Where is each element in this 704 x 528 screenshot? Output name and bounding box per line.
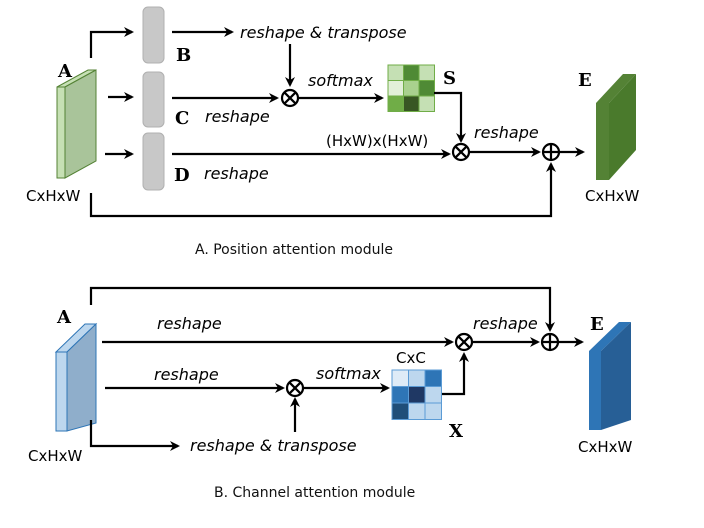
cam-attention-map-dims: CxC — [396, 349, 426, 367]
cam-attention-map-cell-1-1 — [408, 386, 426, 404]
pam-conv-block-d — [142, 132, 165, 191]
pam-output-front-face — [596, 103, 609, 180]
pam-arrow-s-to-mult2 — [434, 91, 466, 143]
pam-conv-block-c — [142, 71, 165, 128]
pam-attention-map-s — [387, 64, 435, 112]
position-attention-module: A CxHxW B C D reshape & transpose reshap… — [26, 6, 640, 258]
pam-residual-connection — [89, 162, 556, 218]
cam-input-dims: CxHxW — [28, 447, 83, 465]
cam-output-front-face — [589, 351, 601, 430]
pam-output-label: E — [578, 70, 592, 91]
pam-output-top-face — [596, 74, 636, 103]
pam-branch-c-label: C — [175, 108, 189, 129]
cam-attention-map-cell-1-0 — [391, 386, 409, 404]
cam-matmul-1-icon — [285, 378, 305, 398]
pam-caption: A. Position attention module — [195, 242, 393, 258]
pam-softmax-label: softmax — [308, 71, 373, 90]
cam-output-side-face — [601, 322, 631, 430]
cam-attention-map-cell-0-2 — [424, 369, 442, 387]
pam-attention-map-label: S — [443, 68, 456, 89]
pam-output-dims: CxHxW — [585, 187, 640, 205]
pam-attention-map-cell-1-0 — [387, 80, 404, 97]
cam-elementwise-sum-icon — [540, 332, 560, 352]
pam-op-reshape-transpose: reshape & transpose — [240, 23, 407, 42]
pam-input-feature-a — [56, 69, 97, 179]
cam-attention-map-cell-2-0 — [391, 402, 409, 420]
pam-attention-map-dims: (HxW)x(HxW) — [326, 132, 428, 150]
cam-attention-map-x — [391, 369, 442, 420]
pam-attention-map-cell-1-2 — [418, 80, 435, 97]
pam-op-reshape-c: reshape — [205, 107, 270, 126]
cam-output-feature-e — [589, 322, 631, 430]
cam-attention-map-cell-0-0 — [391, 369, 409, 387]
cam-op-reshape-2: reshape — [154, 365, 219, 384]
pam-branch-b-label: B — [176, 45, 191, 66]
cam-attention-map-label: X — [449, 421, 463, 442]
pam-attention-map-cell-0-1 — [403, 64, 420, 81]
pam-output-side-face — [609, 74, 636, 180]
pam-attention-map-cell-2-0 — [387, 95, 404, 112]
pam-post-reshape-label: reshape — [474, 123, 539, 142]
pam-branch-d-label: D — [174, 165, 190, 186]
pam-elementwise-sum-icon — [541, 142, 561, 162]
cam-caption: B. Channel attention module — [214, 485, 415, 501]
cam-post-reshape-label: reshape — [473, 314, 538, 333]
cam-output-dims: CxHxW — [578, 438, 633, 456]
pam-input-side-face — [64, 69, 97, 179]
cam-input-label: A — [56, 307, 72, 328]
cam-op-reshape-1: reshape — [157, 314, 222, 333]
cam-arrow-x-to-mult2 — [442, 352, 469, 396]
cam-residual-connection — [89, 286, 555, 332]
channel-attention-module: A CxHxW reshape reshape reshape & transp… — [28, 286, 633, 501]
cam-input-front-face — [55, 351, 68, 432]
cam-softmax-label: softmax — [316, 364, 381, 383]
pam-input-front-face — [56, 86, 66, 179]
pam-attention-map-cell-2-2 — [418, 95, 435, 112]
pam-output-feature-e — [596, 74, 636, 180]
cam-attention-map-cell-2-2 — [424, 402, 442, 420]
pam-arrow-to-b — [89, 27, 134, 58]
pam-conv-block-b — [142, 6, 165, 64]
pam-input-dims: CxHxW — [26, 187, 81, 205]
pam-attention-map-cell-2-1 — [403, 95, 420, 112]
cam-output-top-face — [589, 322, 631, 351]
cam-arrow-branch-3 — [89, 420, 180, 451]
cam-attention-map-cell-2-1 — [408, 402, 426, 420]
pam-attention-map-cell-1-1 — [403, 80, 420, 97]
pam-matmul-2-icon — [451, 142, 471, 162]
pam-matmul-1-icon — [280, 88, 300, 108]
cam-matmul-2-icon — [454, 332, 474, 352]
pam-op-reshape-d: reshape — [204, 164, 269, 183]
cam-input-feature-a — [54, 322, 98, 432]
cam-op-reshape-transpose: reshape & transpose — [190, 436, 357, 455]
pam-attention-map-cell-0-0 — [387, 64, 404, 81]
cam-attention-map-cell-0-1 — [408, 369, 426, 387]
cam-output-label: E — [590, 314, 604, 335]
cam-attention-map-cell-1-2 — [424, 386, 442, 404]
pam-input-label: A — [57, 61, 73, 82]
pam-attention-map-cell-0-2 — [418, 64, 435, 81]
